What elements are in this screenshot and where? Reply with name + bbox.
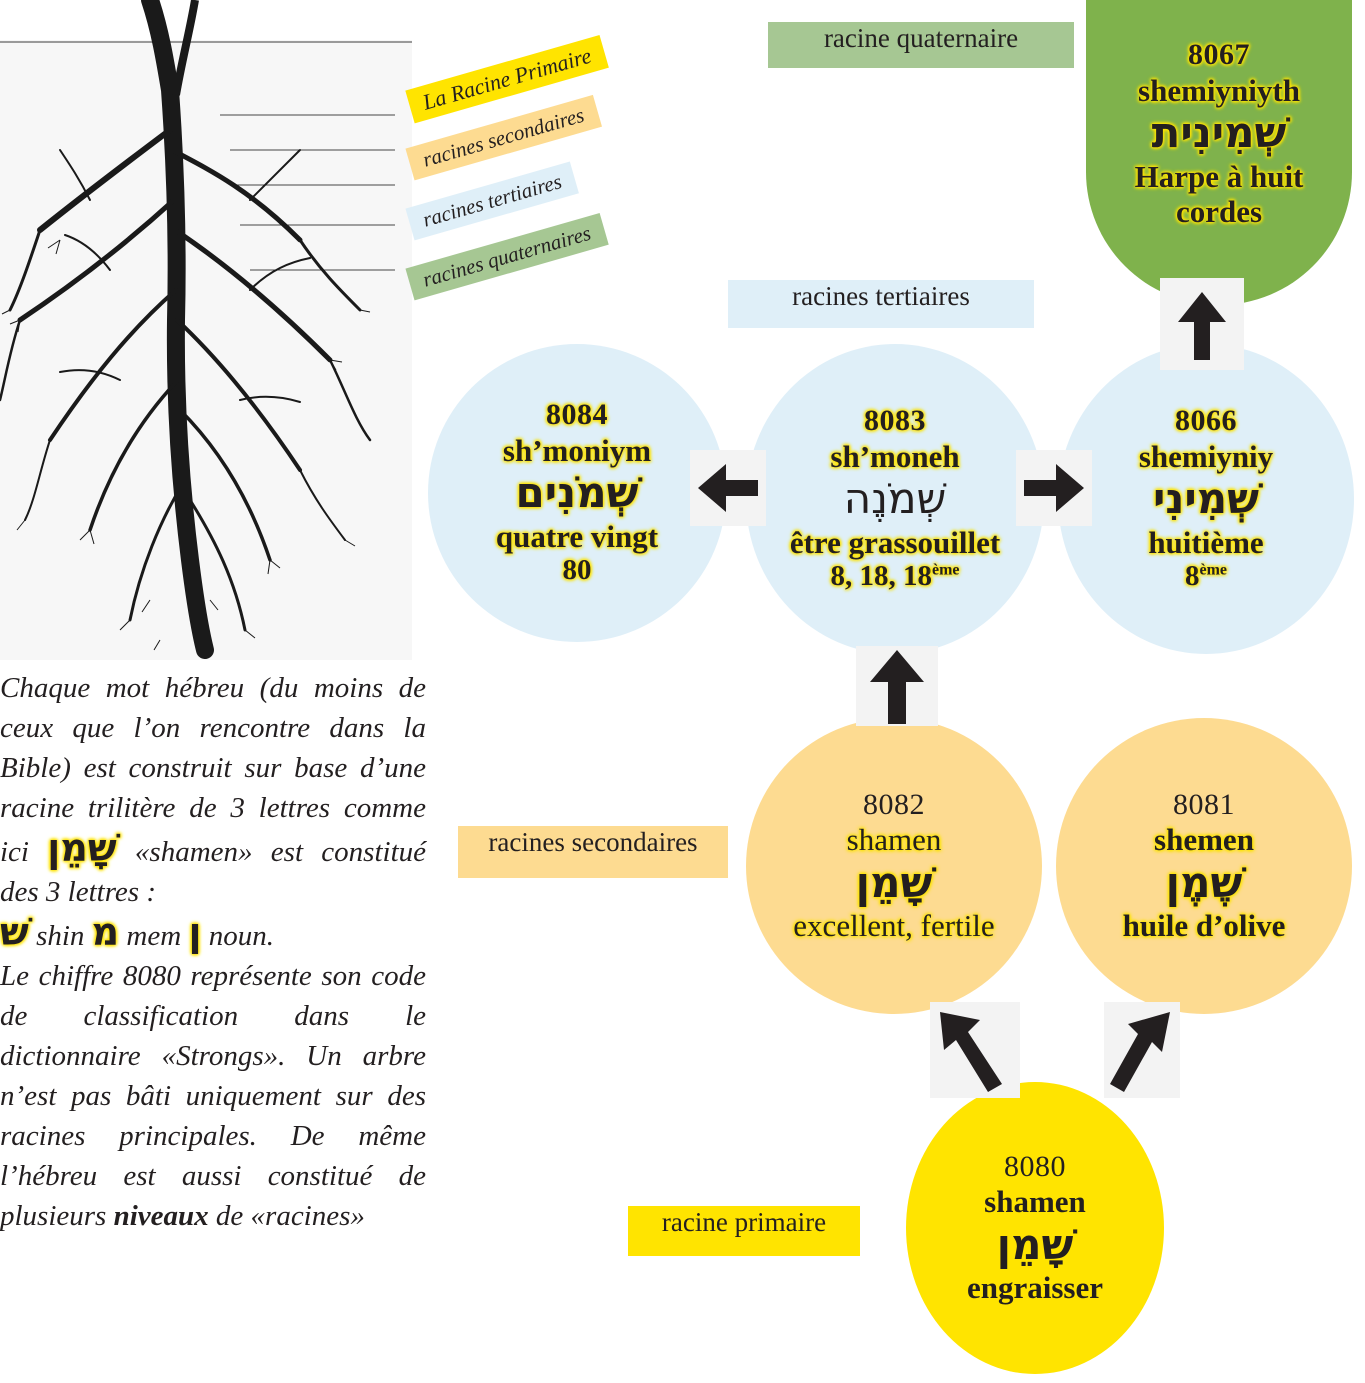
node-code: 8081	[1173, 787, 1235, 821]
node-number: 8ème	[1185, 560, 1227, 593]
node-transliteration: shamen	[984, 1184, 1086, 1220]
arrow-to-8081	[1104, 1002, 1180, 1098]
node-transliteration: shemiyniyth	[1138, 72, 1300, 108]
node-8083: 8083 sh’moneh שְׁמֹנֶה être grassouillet…	[746, 344, 1044, 654]
hebrew-root-inline: שָׁמֵן	[47, 826, 117, 870]
node-code: 8067	[1188, 38, 1250, 71]
node-numbers-text: 8, 18, 18	[830, 560, 933, 593]
node-meaning: engraisser	[966, 1270, 1104, 1306]
label-tertiary: racines tertiaires	[728, 280, 1034, 328]
node-8084: 8084 sh’moniym שְׁמֹנִים quatre vingt 80	[428, 344, 726, 642]
explanation-paragraph: Chaque mot hébreu (du moins de ceux que …	[0, 668, 426, 1236]
node-code: 8080	[1004, 1149, 1066, 1183]
arrow-left-to-8084	[690, 450, 766, 526]
node-hebrew: שְׁמֹנִים	[515, 468, 639, 518]
label-quaternary: racine quaternaire	[768, 22, 1074, 68]
paragraph-1: Chaque mot hébreu (du moins de ceux que …	[0, 668, 426, 912]
node-code: 8066	[1175, 404, 1237, 438]
letter-noun-name: noun.	[208, 920, 274, 952]
node-8066: 8066 shemiyniy שְׁמִינִי huitième 8ème	[1058, 344, 1354, 654]
node-meaning: excellent, fertile	[793, 908, 995, 944]
paragraph-2-text-b: de «racines»	[215, 1200, 365, 1232]
node-transliteration: shemiyniy	[1138, 438, 1274, 474]
letter-shin: שׁ	[0, 910, 29, 954]
node-code: 8082	[863, 787, 925, 821]
node-code: 8084	[546, 398, 608, 432]
root-tree-illustration	[0, 0, 412, 660]
paragraph-2: Le chiffre 8080 représente son code de c…	[0, 956, 426, 1236]
node-hebrew: שְׁמִינִית	[1151, 108, 1287, 158]
node-meaning: huitième	[1148, 524, 1264, 560]
node-8081: 8081 shemen שֶׁמֶן huile d’olive	[1056, 718, 1352, 1014]
paragraph-2-bold: niveaux	[113, 1200, 209, 1232]
arrow-up-to-8083	[856, 646, 938, 726]
arrow-to-8082	[930, 1002, 1020, 1098]
node-meaning: huile d’olive	[1122, 908, 1286, 944]
node-hebrew: שָׁמֵן	[855, 858, 933, 908]
node-meaning-line2: cordes	[1175, 194, 1263, 230]
node-transliteration: shamen	[846, 822, 942, 858]
node-transliteration: sh’moneh	[830, 438, 960, 474]
letter-mem: מ	[91, 910, 120, 954]
label-primary: racine primaire	[628, 1206, 860, 1256]
node-hebrew: שָׁמֵן	[996, 1220, 1074, 1270]
node-numbers-sup: ème	[932, 561, 960, 579]
label-secondary: racines secondaires	[458, 826, 728, 878]
node-transliteration: shemen	[1154, 822, 1254, 858]
paragraph-1-text-a: Chaque mot hébreu (du moins de ceux que …	[0, 672, 426, 868]
node-hebrew: שְׁמִינִי	[1152, 474, 1259, 524]
node-number-text: 8	[1185, 560, 1200, 593]
arrow-right-to-8066	[1016, 450, 1092, 526]
arrow-up-to-8067	[1160, 278, 1244, 370]
node-meaning: quatre vingt	[495, 518, 659, 554]
node-meaning: être grassouillet	[789, 524, 1001, 560]
node-hebrew: שְׁמֹנֶה	[843, 474, 947, 524]
letter-shin-name: shin	[36, 920, 85, 952]
node-transliteration: sh’moniym	[502, 432, 652, 468]
node-8080: 8080 shamen שָׁמֵן engraisser	[906, 1082, 1164, 1374]
letter-noun: ן	[188, 910, 202, 954]
paragraph-2-text-a: Le chiffre 8080 représente son code de c…	[0, 960, 426, 1232]
node-numbers: 8, 18, 18ème	[831, 560, 960, 593]
node-hebrew: שֶׁמֶן	[1165, 858, 1243, 908]
paragraph-1-text-b: «shamen» est constitué des 3 lettres :	[0, 836, 426, 908]
node-meaning: Harpe à huit	[1134, 158, 1304, 194]
node-8067: 8067 shemiyniyth שְׁמִינִית Harpe à huit…	[1086, 0, 1352, 305]
letter-mem-name: mem	[126, 920, 182, 952]
node-number-sup: ème	[1199, 561, 1227, 579]
node-code: 8083	[864, 404, 926, 438]
node-8082: 8082 shamen שָׁמֵן excellent, fertile	[746, 718, 1042, 1014]
letters-line: שׁ shin מ mem ן noun.	[0, 912, 426, 956]
node-number: 80	[562, 554, 592, 587]
